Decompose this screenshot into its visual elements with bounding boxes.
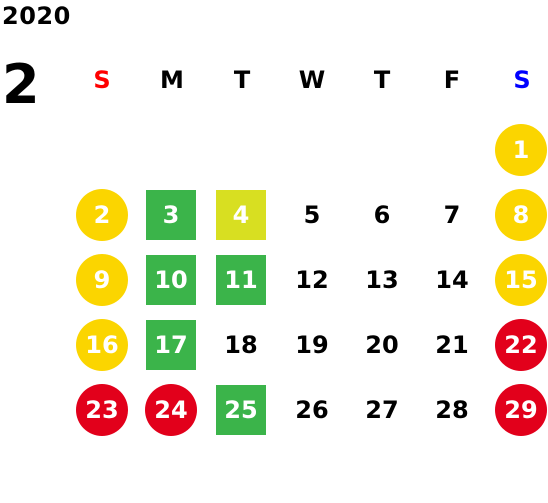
day-cell-8[interactable]: 8 — [495, 189, 547, 241]
day-cell-28[interactable]: 28 — [435, 396, 469, 424]
day-cell-26[interactable]: 26 — [295, 396, 329, 424]
month-number: 2 — [2, 53, 40, 116]
day-cell-17[interactable]: 17 — [146, 320, 196, 370]
day-cell-22[interactable]: 22 — [495, 319, 547, 371]
day-cell-2[interactable]: 2 — [76, 189, 128, 241]
weekday-tuesday: T — [233, 66, 251, 94]
day-cell-3[interactable]: 3 — [146, 190, 196, 240]
day-cell-13[interactable]: 13 — [365, 266, 399, 294]
day-cell-5[interactable]: 5 — [303, 201, 321, 229]
weekday-friday: F — [443, 66, 461, 94]
day-cell-27[interactable]: 27 — [365, 396, 399, 424]
day-cell-14[interactable]: 14 — [435, 266, 469, 294]
weekday-monday: M — [160, 66, 184, 94]
weekday-saturday: S — [513, 66, 531, 94]
day-cell-6[interactable]: 6 — [373, 201, 391, 229]
day-cell-23[interactable]: 23 — [76, 384, 128, 436]
weekday-wednesday: W — [298, 66, 326, 94]
day-cell-10[interactable]: 10 — [146, 255, 196, 305]
day-cell-19[interactable]: 19 — [295, 331, 329, 359]
day-cell-18[interactable]: 18 — [224, 331, 258, 359]
day-cell-4[interactable]: 4 — [216, 190, 266, 240]
day-cell-25[interactable]: 25 — [216, 385, 266, 435]
day-cell-29[interactable]: 29 — [495, 384, 547, 436]
day-cell-7[interactable]: 7 — [443, 201, 461, 229]
day-cell-20[interactable]: 20 — [365, 331, 399, 359]
weekday-sunday: S — [93, 66, 111, 94]
day-cell-15[interactable]: 15 — [495, 254, 547, 306]
day-cell-1[interactable]: 1 — [495, 124, 547, 176]
day-cell-11[interactable]: 11 — [216, 255, 266, 305]
day-cell-21[interactable]: 21 — [435, 331, 469, 359]
day-cell-9[interactable]: 9 — [76, 254, 128, 306]
weekday-thursday: T — [373, 66, 391, 94]
year-label: 2020 — [2, 2, 71, 30]
day-cell-24[interactable]: 24 — [145, 384, 197, 436]
day-cell-12[interactable]: 12 — [295, 266, 329, 294]
day-cell-16[interactable]: 16 — [76, 319, 128, 371]
